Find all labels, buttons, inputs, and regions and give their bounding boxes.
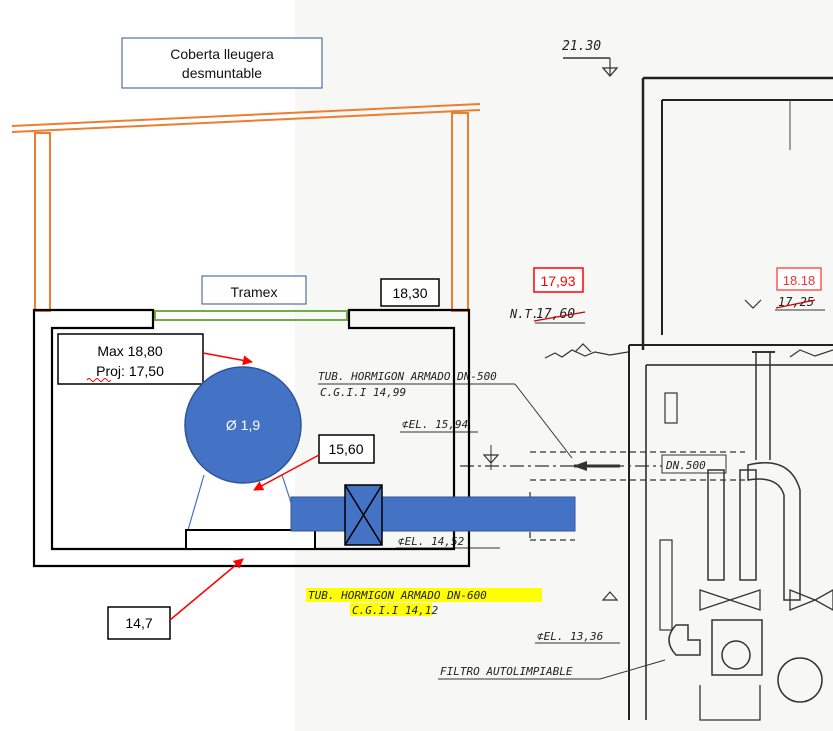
- elbow-pipe: [747, 462, 801, 601]
- old-1725-strike: [775, 299, 816, 309]
- nt-prefix: N.T.: [509, 307, 539, 321]
- level-147-arrow-icon: [169, 558, 244, 621]
- level-1818-box: [776, 267, 822, 291]
- level-1560-arrow-icon: [253, 454, 320, 491]
- level-1560-box: [318, 434, 375, 464]
- tramex-label: Tramex: [231, 284, 278, 300]
- gate-valve-right-icon: [789, 589, 833, 611]
- scanned-plan: 21.30 N.T. 17,60 17,93 18.18 17,25 TUB. …: [295, 0, 833, 731]
- level-1793-box: [533, 267, 584, 293]
- tank-base-slab: [185, 529, 316, 550]
- level-1830-box: [380, 278, 440, 307]
- level-1818-marker-icon: [744, 299, 762, 309]
- filtro-leader: [599, 659, 666, 680]
- el-1452-label: ⊄EL. 14,52: [398, 535, 465, 548]
- ground-line: [544, 349, 629, 359]
- gate-valve-icon: [699, 589, 761, 611]
- pump-body: [711, 619, 763, 676]
- pump-impeller-icon: [721, 640, 751, 670]
- level-1830-label: 18,30: [392, 285, 427, 301]
- level-dn600-triangle-icon: [601, 591, 619, 601]
- vertical-pipe-left: [707, 469, 725, 581]
- level-2130-triangle-icon: [601, 67, 619, 77]
- level-1818-label: 18.18: [783, 273, 816, 288]
- max-level-box: [57, 333, 204, 385]
- filtro-label: FILTRO AUTOLIMPIABLE: [440, 665, 573, 678]
- tank-circle: [184, 366, 302, 484]
- roof-label-line1: Coberta lleugera: [170, 46, 274, 62]
- el-1336-label: ⊄EL. 13,36: [537, 630, 604, 643]
- valve-left-upper: [664, 392, 678, 424]
- proposal-sketch: Coberta lleugera desmuntable Tramex 18,3…: [11, 37, 576, 640]
- tank-support-left: [187, 474, 205, 531]
- ground-level-icon: [574, 343, 592, 353]
- tub-dn500-leader: [514, 383, 573, 459]
- max-level-arrow-icon: [202, 352, 253, 366]
- tank-diameter-label: Ø 1,9: [226, 417, 260, 433]
- ground-line-right: [789, 349, 833, 358]
- pump-right-icon: [777, 657, 823, 703]
- pit-structure: [32, 308, 471, 568]
- pump-base: [699, 685, 761, 721]
- tub-dn600-highlight: [306, 588, 542, 602]
- tub-dn600-highlight-2: [350, 603, 432, 616]
- level-2130-label: 21.30: [562, 39, 601, 54]
- nt-old-value: 17,60: [536, 307, 575, 322]
- dn500-tag-box: [661, 454, 727, 474]
- level-1793-label: 17,93: [540, 273, 575, 289]
- level-1560-label: 15,60: [328, 441, 363, 457]
- valve-cross-icon: [344, 484, 383, 546]
- tub-dn600-line2: C.G.I.I 14,12: [352, 604, 438, 617]
- tramex-label-box: [201, 275, 307, 305]
- roof-column-left: [34, 132, 51, 312]
- max-level-line2: Proj: 17,50: [96, 363, 164, 379]
- filter-column: [659, 539, 673, 631]
- max-level-line1: Max 18,80: [97, 343, 163, 359]
- outlet-pipe: [290, 496, 576, 532]
- level-147-label: 14,7: [125, 615, 152, 631]
- level-147-box: [107, 606, 171, 640]
- dn500-tag: DN.500: [665, 459, 706, 472]
- roof-line-bottom: [11, 109, 481, 133]
- tub-dn500-line1: TUB. HORMIGON ARMADO DN-500: [318, 370, 497, 383]
- tub-dn500-line2: C.G.I.I 14,99: [320, 386, 406, 399]
- nt-strike: [533, 311, 586, 322]
- roof-label-box: [121, 37, 323, 89]
- spellcheck-underline: [86, 378, 112, 382]
- filter-elbow: [668, 624, 701, 656]
- tramex-grating: [154, 310, 348, 321]
- roof-label-line2: desmuntable: [182, 65, 262, 81]
- el-1594-label: ⊄EL. 15,94: [402, 418, 468, 431]
- tub-dn600-line1: TUB. HORMIGON ARMADO DN-600: [308, 589, 487, 602]
- roof-line-top: [11, 103, 481, 127]
